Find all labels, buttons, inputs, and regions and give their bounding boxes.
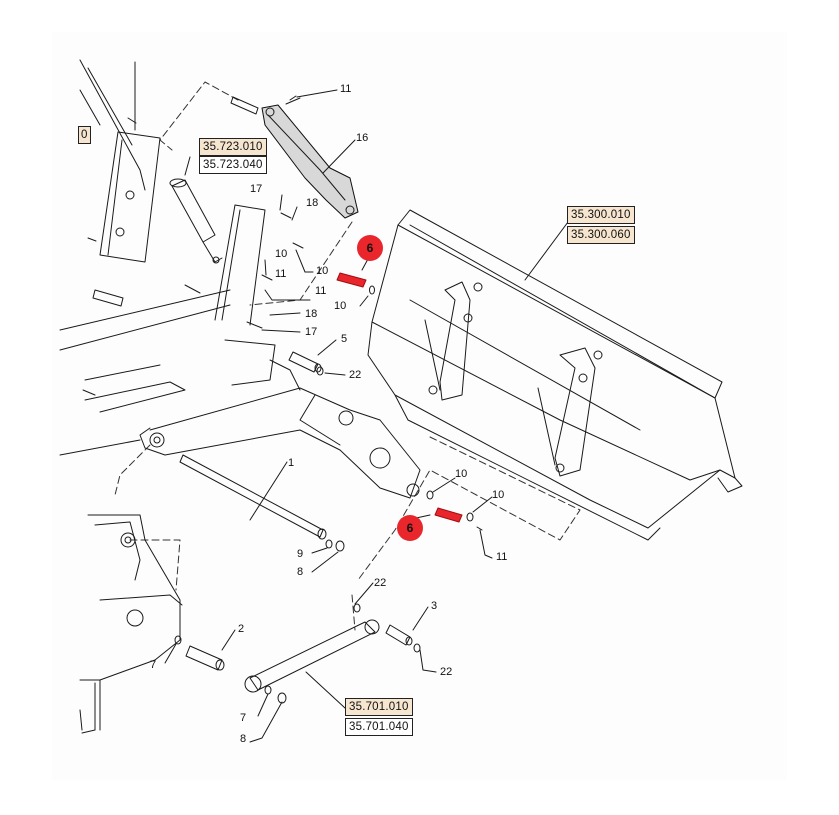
- callout-number: 22: [440, 666, 453, 678]
- loader-bucket: [367, 209, 743, 541]
- callout-number: 8: [297, 566, 304, 578]
- callout-number: 10: [455, 468, 468, 480]
- pins-rods: [82, 96, 413, 693]
- callout-number: 18: [306, 197, 319, 209]
- callout-number: 16: [356, 132, 369, 144]
- callout-number: 10: [316, 265, 329, 277]
- callout-number: 10: [334, 300, 347, 312]
- side-frame: [79, 59, 276, 386]
- reference-box[interactable]: 35.300.010: [567, 206, 635, 224]
- callout-number: 2: [238, 623, 245, 635]
- hydraulic-cylinder: [169, 178, 223, 264]
- link-arm: [261, 104, 359, 219]
- reference-box[interactable]: 35.701.040: [345, 718, 413, 736]
- callout-number: 3: [431, 600, 438, 612]
- lower-chassis: [79, 514, 183, 731]
- reference-box[interactable]: 35.300.060: [567, 226, 635, 244]
- callout-number: 7: [150, 659, 157, 671]
- callout-number: 18: [305, 308, 318, 320]
- reference-box-cropped[interactable]: 0: [78, 126, 91, 144]
- item-6-badge[interactable]: 6: [397, 515, 423, 541]
- leader-lines: [81, 89, 569, 743]
- item-6-badge[interactable]: 6: [357, 235, 383, 261]
- callout-number: 9: [297, 548, 304, 560]
- callout-number: 11: [340, 83, 352, 95]
- highlighted-pins: [336, 272, 463, 523]
- callout-number: 17: [250, 183, 263, 195]
- callout-number: 22: [349, 369, 362, 381]
- washers: [87, 95, 483, 704]
- reference-box[interactable]: 35.701.010: [345, 698, 413, 716]
- callout-number: 8: [240, 733, 247, 745]
- callout-number: 10: [275, 248, 288, 260]
- callout-number: 5: [341, 333, 348, 345]
- callout-number: 7: [240, 712, 247, 724]
- loader-arm: [59, 289, 421, 499]
- diagram-background: [52, 32, 787, 780]
- callout-number: 1: [288, 457, 295, 469]
- assembly-dashed-outlines: [114, 81, 581, 631]
- reference-box[interactable]: 35.723.040: [199, 156, 267, 174]
- callout-number: 10: [492, 489, 505, 501]
- callout-number: 11: [315, 285, 327, 297]
- callout-number: 17: [305, 326, 318, 338]
- callout-number: 11: [496, 551, 508, 563]
- reference-box[interactable]: 35.723.010: [199, 138, 267, 156]
- callout-number: 11: [275, 268, 287, 280]
- callout-number: 22: [374, 577, 387, 589]
